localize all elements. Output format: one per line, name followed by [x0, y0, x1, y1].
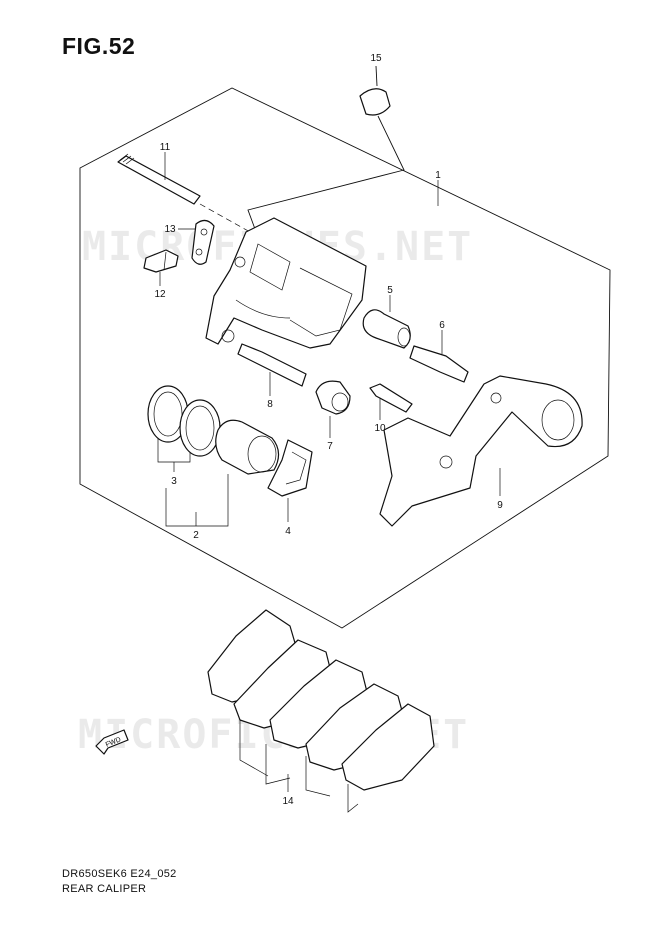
callout-2: 2	[193, 530, 199, 541]
callout-13: 13	[164, 224, 176, 235]
callout-9: 9	[497, 500, 503, 511]
bolt-part-11[interactable]	[117, 153, 201, 205]
spring-part-10[interactable]	[369, 383, 413, 413]
pin-part-6[interactable]	[409, 345, 469, 383]
shim-part-4[interactable]	[267, 439, 313, 497]
seals-part-3[interactable]	[147, 385, 221, 457]
callout-1: 1	[435, 170, 441, 181]
callout-7: 7	[327, 441, 333, 452]
boot-part-7[interactable]	[315, 380, 351, 415]
caliper-body-part-1[interactable]	[205, 217, 367, 349]
callout-11: 11	[160, 142, 171, 153]
bleeder-part-12[interactable]	[143, 249, 179, 273]
piston-part-2[interactable]	[215, 419, 280, 475]
pin-part-8[interactable]	[237, 343, 307, 387]
boot-part-5[interactable]	[362, 309, 411, 349]
clip-part-13[interactable]	[191, 219, 215, 265]
cap-part-15[interactable]	[359, 88, 391, 116]
callout-6: 6	[439, 320, 445, 331]
callout-3: 3	[171, 476, 177, 487]
callout-10: 10	[374, 423, 386, 434]
diagram-code: DR650SEK6 E24_052	[62, 868, 177, 880]
brake-pads-part-14[interactable]	[207, 609, 435, 791]
assembly-outline	[79, 87, 611, 629]
callout-14: 14	[282, 796, 294, 807]
diagram-caption: REAR CALIPER	[62, 883, 147, 895]
callout-8: 8	[267, 399, 273, 410]
callout-15: 15	[370, 53, 382, 64]
callout-4: 4	[285, 526, 291, 537]
figure-title: FIG.52	[62, 33, 136, 59]
callout-5: 5	[387, 285, 393, 296]
callout-12: 12	[154, 289, 166, 300]
bracket-part-9[interactable]	[379, 375, 583, 527]
